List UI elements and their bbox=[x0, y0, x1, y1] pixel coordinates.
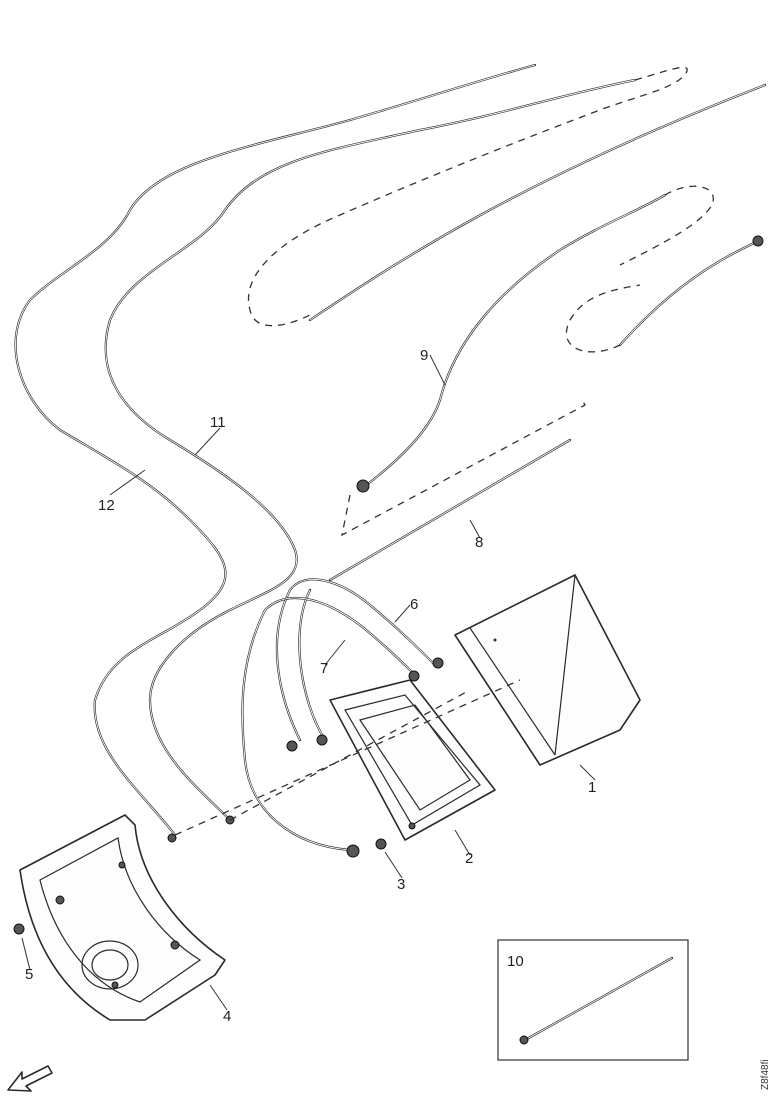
cable-12 bbox=[14, 63, 537, 837]
callout-11: 11 bbox=[210, 414, 226, 431]
module-1 bbox=[454, 574, 641, 766]
direction-arrow-icon bbox=[7, 1065, 53, 1092]
rod-8 bbox=[328, 438, 572, 582]
alignment-line-lower bbox=[174, 679, 521, 836]
tube-7 bbox=[275, 578, 444, 752]
cable-11 bbox=[104, 66, 688, 822]
cable-9 bbox=[356, 185, 764, 493]
callout-10: 10 bbox=[507, 953, 524, 970]
tube-6 bbox=[241, 596, 420, 858]
inset-part-10: 10 bbox=[497, 939, 689, 1061]
callout-7: 7 bbox=[320, 660, 328, 677]
alignment-line-mid bbox=[229, 689, 471, 821]
callout-4: 4 bbox=[223, 1008, 231, 1025]
rod-upper bbox=[308, 83, 767, 322]
callout-5: 5 bbox=[25, 966, 33, 983]
callout-9: 9 bbox=[420, 347, 428, 364]
callout-2: 2 bbox=[465, 850, 473, 867]
cable-end-left bbox=[167, 833, 177, 843]
nut-5 bbox=[13, 923, 25, 935]
guide-bracket bbox=[341, 399, 586, 537]
plate-2 bbox=[329, 679, 496, 841]
reference-code: Z8f48fi bbox=[760, 1059, 771, 1090]
callout-8: 8 bbox=[475, 534, 483, 551]
callout-1: 1 bbox=[588, 779, 596, 796]
nut-3 bbox=[375, 838, 387, 850]
leader-lines bbox=[21, 354, 596, 1011]
callout-12: 12 bbox=[98, 497, 115, 514]
callout-3: 3 bbox=[397, 876, 405, 893]
callout-6: 6 bbox=[410, 596, 418, 613]
housing-4 bbox=[19, 814, 226, 1021]
